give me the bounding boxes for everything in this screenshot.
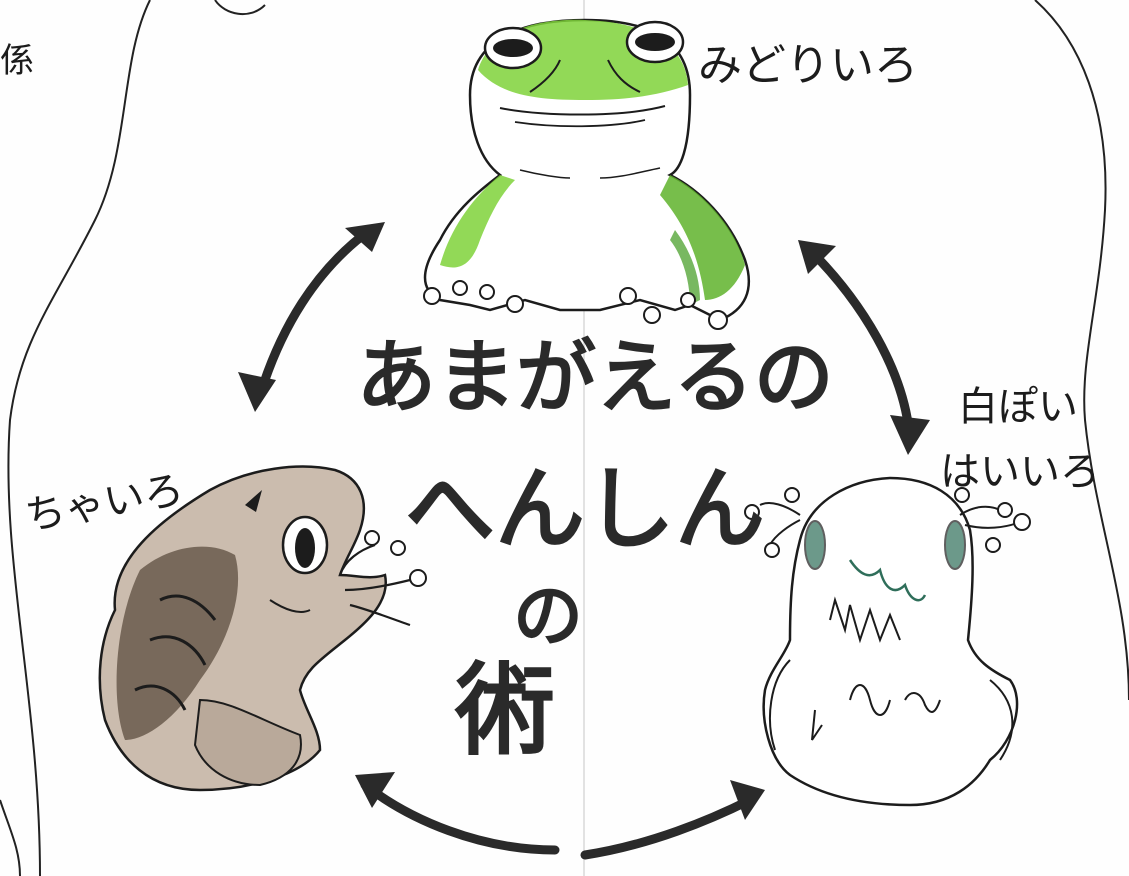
label-white-line1: 白ぽい	[958, 384, 1078, 430]
label-white-line2: はいいろ	[940, 449, 1100, 495]
corner-label: 係	[0, 41, 34, 81]
label-green: みどりいろ	[698, 40, 918, 91]
outline-bottom-left	[0, 799, 21, 876]
arrow-heads	[238, 222, 930, 820]
arrowhead-top-right-down	[890, 415, 930, 455]
cycle-arrow-icon	[255, 225, 915, 860]
title-line3: の	[513, 575, 583, 657]
title-line2: へんしん	[405, 457, 765, 562]
outline-right	[1034, 0, 1129, 701]
green-frog-icon	[423, 18, 751, 330]
arrowhead-bottom-right	[730, 780, 765, 820]
title-line1: あまがえるの	[356, 331, 834, 424]
arrowhead-bottom-left	[355, 772, 395, 808]
title-line4: 術	[454, 652, 555, 769]
top-scribble	[214, 0, 266, 16]
arrowhead-top-right-up	[798, 240, 836, 274]
arrowhead-top-left-down	[238, 372, 276, 412]
white-frog-icon	[744, 476, 1031, 807]
arrowhead-top-left-up	[345, 222, 385, 252]
outline-left	[7, 0, 151, 876]
brown-frog-icon	[98, 465, 427, 792]
